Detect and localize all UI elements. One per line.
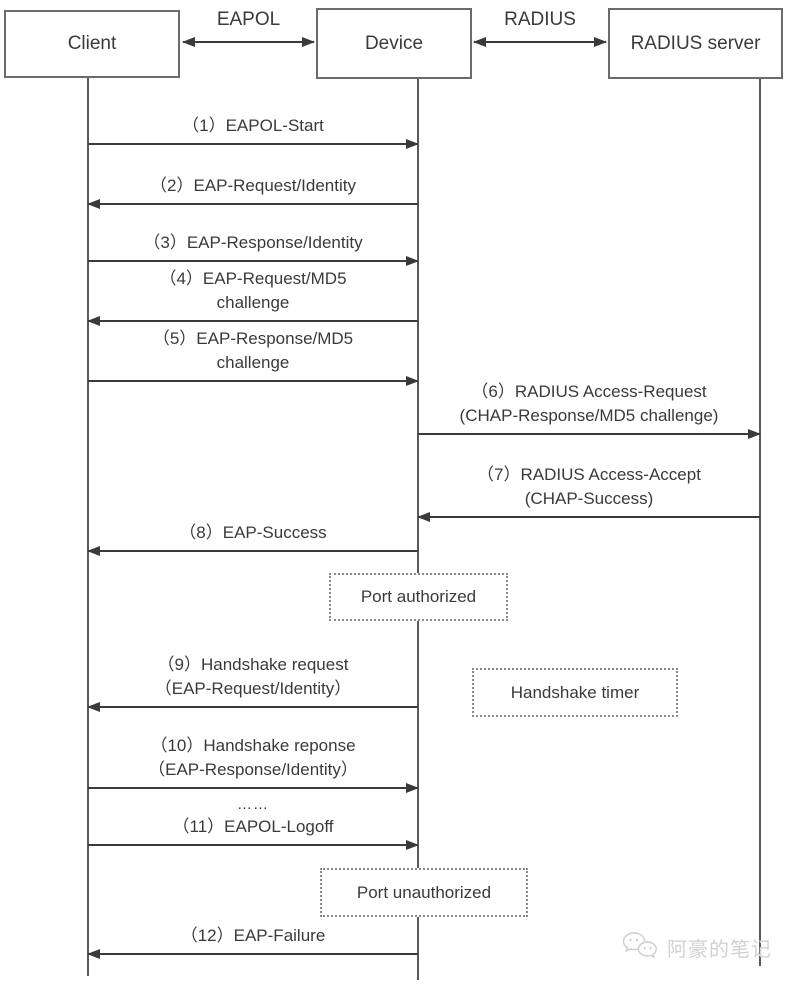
link-label-radius: RADIUS bbox=[504, 9, 576, 30]
lifeline-device bbox=[417, 79, 419, 980]
arrowhead-right-icon bbox=[406, 840, 419, 850]
arrowhead-right-icon bbox=[748, 429, 761, 439]
link-arrow-radius bbox=[473, 37, 607, 47]
message-arrow-line bbox=[88, 953, 418, 955]
message-arrow-line bbox=[418, 433, 760, 435]
arrowhead-left-icon bbox=[417, 512, 430, 522]
message-label: （10）Handshake reponse（EAP-Response/Ident… bbox=[148, 736, 358, 779]
arrowhead-right-icon bbox=[406, 376, 419, 386]
arrowhead-left-icon bbox=[87, 316, 100, 326]
message-label: （1）EAPOL-Start bbox=[182, 116, 324, 135]
message-label: （3）EAP-Response/Identity bbox=[143, 233, 363, 252]
message-arrow-line bbox=[418, 516, 760, 518]
note-label: Port authorized bbox=[360, 587, 477, 606]
message-label: （2）EAP-Request/Identity bbox=[150, 176, 356, 195]
message-arrow-line bbox=[88, 550, 418, 552]
message-label: （9）Handshake request（EAP-Request/Identit… bbox=[154, 655, 352, 698]
message-label: （11）EAPOL-Logoff bbox=[172, 817, 334, 836]
watermark-text: 阿豪的笔记 bbox=[667, 938, 772, 961]
message-label: （8）EAP-Success bbox=[179, 523, 327, 542]
message-arrow-line bbox=[88, 380, 418, 382]
message-label: （7）RADIUS Access-Accept(CHAP-Success) bbox=[477, 465, 701, 508]
arrowhead-right-icon bbox=[594, 37, 607, 47]
arrowhead-left-icon bbox=[87, 949, 100, 959]
continuation-dots: …… bbox=[237, 796, 269, 813]
message-label: （12）EAP-Failure bbox=[180, 926, 326, 945]
message-arrow-line bbox=[88, 787, 418, 789]
message-arrow-line bbox=[88, 320, 418, 322]
actor-box-client: Client bbox=[4, 10, 180, 78]
message-arrow-line bbox=[88, 203, 418, 205]
arrowhead-left-icon bbox=[473, 37, 486, 47]
actor-label-radius-server: RADIUS server bbox=[630, 32, 761, 54]
note-label: Handshake timer bbox=[510, 682, 640, 702]
arrowhead-left-icon bbox=[87, 199, 100, 209]
message-arrow-line bbox=[88, 143, 418, 145]
link-label-eapol: EAPOL bbox=[216, 9, 281, 30]
arrowhead-left-icon bbox=[87, 546, 100, 556]
message-arrow-line bbox=[88, 706, 418, 708]
note-port-authorized: Port authorized bbox=[329, 573, 508, 621]
actor-label-client: Client bbox=[67, 33, 117, 54]
link-arrow-eapol bbox=[182, 37, 315, 47]
actor-box-radius-server: RADIUS server bbox=[608, 8, 783, 79]
arrowhead-right-icon bbox=[302, 37, 315, 47]
arrowhead-left-icon bbox=[182, 37, 195, 47]
watermark: 阿豪的笔记 bbox=[620, 930, 772, 964]
lifeline-client bbox=[87, 78, 89, 976]
actor-label-device: Device bbox=[364, 32, 424, 54]
arrowhead-right-icon bbox=[406, 783, 419, 793]
lifeline-radius-server bbox=[759, 79, 761, 966]
arrowhead-right-icon bbox=[406, 139, 419, 149]
message-label: （6）RADIUS Access-Request(CHAP-Response/M… bbox=[459, 382, 719, 425]
arrowhead-right-icon bbox=[406, 256, 419, 266]
arrowhead-left-icon bbox=[87, 702, 100, 712]
message-arrow-line bbox=[88, 844, 418, 846]
actor-box-device: Device bbox=[316, 8, 472, 79]
chat-bubbles-icon bbox=[620, 930, 660, 964]
note-label: Port unauthorized bbox=[356, 882, 492, 902]
message-arrow-line bbox=[88, 260, 418, 262]
note-handshake-timer: Handshake timer bbox=[472, 668, 678, 717]
note-port-unauthorized: Port unauthorized bbox=[320, 868, 528, 917]
